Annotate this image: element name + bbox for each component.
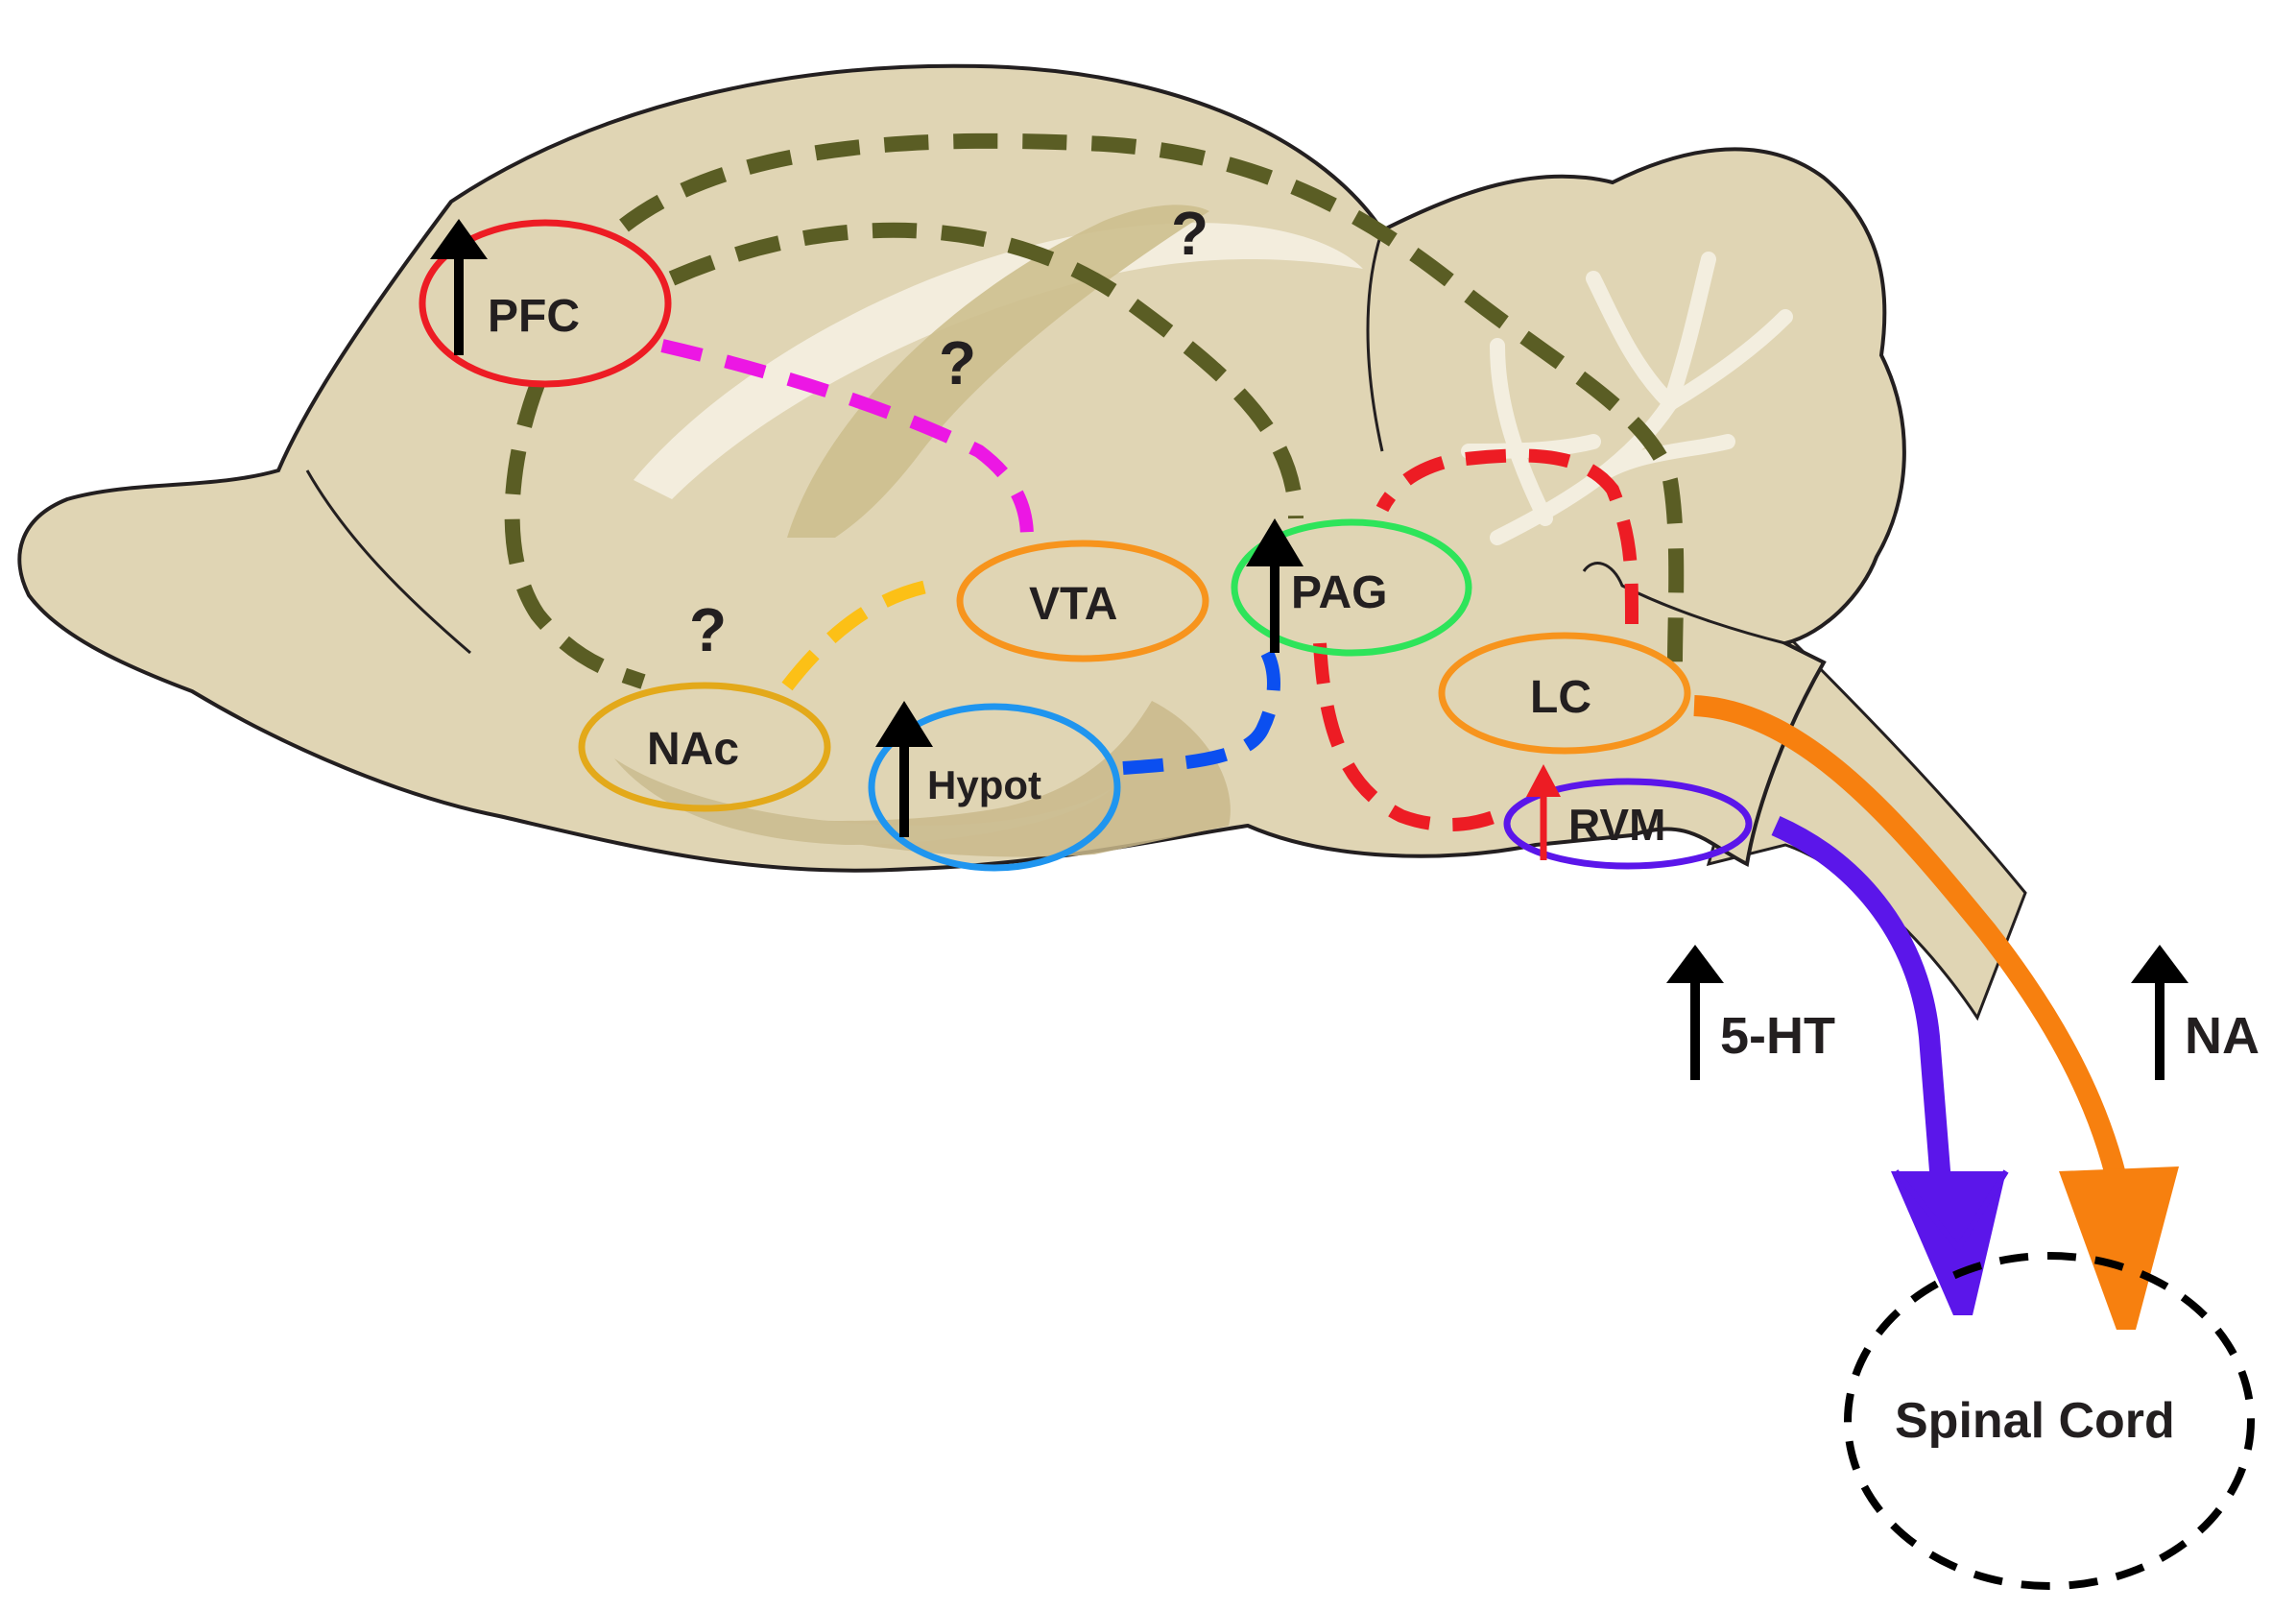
hippocampus-arc <box>787 204 1209 538</box>
noradrenaline-label: NA <box>2185 1007 2260 1065</box>
cortex-boundary-line <box>305 469 471 655</box>
hypot-region-outline <box>868 703 1121 872</box>
pfc-to-nac-path <box>504 381 646 689</box>
hypot-label: Hypot <box>927 762 1041 807</box>
question-mark: ? <box>689 595 727 664</box>
pag-label: PAG <box>1291 567 1387 618</box>
pag-rvm-lc-path <box>1313 448 1638 831</box>
pag-region-outline <box>1231 518 1472 657</box>
up-arrow-icon <box>1666 945 1724 1080</box>
nac-vta-path <box>781 579 933 691</box>
nac-region-outline <box>578 682 831 812</box>
serotonin-label: 5-HT <box>1720 1007 1835 1065</box>
olive-pathways <box>504 132 1685 689</box>
noradrenaline-arrow <box>1693 695 2179 1330</box>
up-arrow-icon <box>430 219 488 355</box>
question-mark: ? <box>1171 199 1208 268</box>
up-arrow-icon <box>2131 945 2188 1080</box>
up-arrow-icon <box>1246 518 1303 653</box>
spinal-cord-outline <box>1844 1252 2255 1590</box>
cerebellum-boundary-line <box>1366 229 1384 452</box>
nac-label: NAc <box>647 724 739 775</box>
vta-label: VTA <box>1029 579 1117 630</box>
fourth-ventricle-line <box>1582 562 1786 645</box>
up-arrow-icon <box>875 701 933 837</box>
pfc-region-outline <box>419 219 672 388</box>
pfc-vta-path <box>660 339 1034 539</box>
serotonin-arrow <box>1771 815 2009 1315</box>
rvm-label: RVM <box>1568 800 1665 850</box>
vta-region-outline <box>956 540 1209 662</box>
pfc-label: PFC <box>488 291 580 342</box>
lc-label: LC <box>1530 672 1591 723</box>
question-mark: ? <box>939 328 976 397</box>
pfc-to-pag-path <box>668 222 1303 519</box>
striatum-shading <box>614 758 1113 845</box>
rvm-region-outline <box>1503 778 1753 870</box>
up-arrow-icon <box>1526 764 1561 860</box>
pfc-to-lc-path <box>619 132 1685 663</box>
lc-region-outline <box>1438 632 1691 755</box>
spinal-cord-label: Spinal Cord <box>1895 1393 2175 1449</box>
corpus-callosum <box>634 223 1363 499</box>
hypot-pag-path <box>1122 649 1280 775</box>
midbrain-shading <box>691 701 1231 857</box>
brain-sagittal-section <box>17 63 2027 1022</box>
